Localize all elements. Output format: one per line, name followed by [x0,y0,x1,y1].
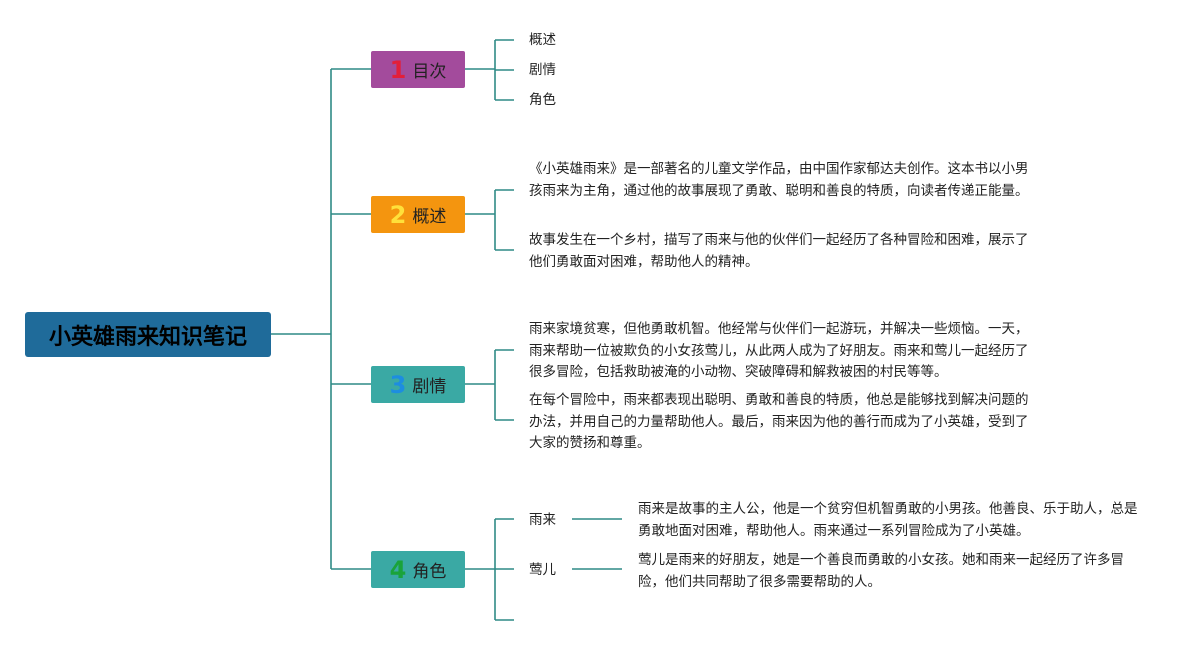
contents-item-summary[interactable]: 概述 [529,32,556,48]
topic-label: 目次 [412,62,447,82]
number-one-icon: 1 [389,55,407,84]
character-desc-yulai[interactable]: 雨来是故事的主人公，他是一个贫穷但机智勇敢的小男孩。他善良、乐于助人，总是勇敢地… [638,501,1138,539]
root-node[interactable]: 小英雄雨来知识笔记 [25,312,271,357]
topic-characters[interactable]: 4 角色 [371,551,465,588]
summary-paragraph-1[interactable]: 《小英雄雨来》是一部著名的儿童文学作品，由中国作家郁达夫创作。这本书以小男孩雨来… [529,161,1029,199]
topic-contents[interactable]: 1 目次 [371,51,465,88]
topic-summary[interactable]: 2 概述 [371,196,465,233]
character-name-yinger[interactable]: 莺儿 [529,562,556,578]
number-four-icon: 4 [389,555,407,584]
contents-item-characters[interactable]: 角色 [529,92,556,108]
contents-item-plot[interactable]: 剧情 [529,62,556,78]
plot-paragraph-2[interactable]: 在每个冒险中，雨来都表现出聪明、勇敢和善良的特质，他总是能够找到解决问题的办法，… [529,392,1029,451]
summary-paragraph-2[interactable]: 故事发生在一个乡村，描写了雨来与他的伙伴们一起经历了各种冒险和困难，展示了他们勇… [529,232,1029,270]
topic-label: 角色 [412,562,447,582]
topic-plot[interactable]: 3 剧情 [371,366,465,403]
root-title: 小英雄雨来知识笔记 [48,324,247,350]
number-two-icon: 2 [389,200,407,229]
character-name-yulai[interactable]: 雨来 [529,512,556,528]
plot-paragraph-1[interactable]: 雨来家境贫寒，但他勇敢机智。他经常与伙伴们一起游玩，并解决一些烦恼。一天，雨来帮… [529,321,1029,380]
topic-label: 剧情 [412,377,447,397]
number-three-icon: 3 [389,370,407,399]
topic-label: 概述 [412,207,447,227]
character-desc-yinger[interactable]: 莺儿是雨来的好朋友，她是一个善良而勇敢的小女孩。她和雨来一起经历了许多冒险，他们… [638,552,1124,590]
